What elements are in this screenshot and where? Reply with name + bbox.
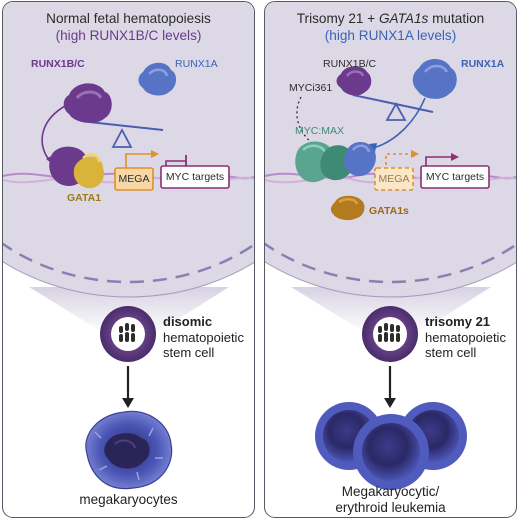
- mega-label: MEGA: [118, 173, 150, 185]
- trisomy21-panel: Trisomy 21 + GATA1s mutation (high RUNX1…: [264, 1, 517, 518]
- panel-title: Normal fetal hematopoiesis (high RUNX1B/…: [3, 10, 254, 44]
- gata1s-label: GATA1s: [369, 205, 409, 217]
- karyotype-label: trisomy 21: [425, 314, 491, 329]
- mega-promoter-arrow: [125, 153, 151, 171]
- myc-targets-label: MYC targets: [425, 171, 485, 183]
- panel-title: Trisomy 21 + GATA1s mutation (high RUNX1…: [265, 10, 516, 44]
- runx1a-label: RUNX1A: [175, 58, 218, 70]
- cell-description: trisomy 21 hematopoietic stem cell: [425, 314, 506, 360]
- stem-cell-nucleus: [373, 317, 407, 351]
- gata1s-protein: [330, 195, 365, 221]
- runx1bc-label: RUNX1B/C: [323, 58, 377, 70]
- binding-arrow: [41, 105, 66, 163]
- runx1bc-label: RUNX1B/C: [31, 58, 85, 70]
- runx1bc-protein: [63, 83, 112, 123]
- megakaryocyte-icon: [85, 410, 173, 490]
- seesaw-fulcrum: [111, 128, 133, 148]
- runx1bc-protein: [336, 66, 372, 96]
- myc-targets-label: MYC targets: [165, 171, 225, 183]
- right-panel-illustration: [265, 2, 516, 490]
- runx1a-label: RUNX1A: [461, 58, 505, 70]
- mycmax-label: MYC:MAX: [295, 125, 345, 137]
- myci361-label: MYCi361: [289, 82, 333, 94]
- panel-subtitle: (high RUNX1A levels): [324, 28, 457, 43]
- normal-hematopoiesis-panel: Normal fetal hematopoiesis (high RUNX1B/…: [2, 1, 255, 518]
- outcome-label: megakaryocytes: [79, 492, 178, 507]
- cell-description: disomic hematopoietic stem cell: [163, 314, 244, 360]
- myc-targets-box: [420, 165, 490, 189]
- binding-arrow: [372, 97, 426, 149]
- runx1a-protein: [412, 59, 457, 99]
- nucleus-area: [3, 2, 254, 298]
- mega-box: [374, 167, 414, 191]
- chromosome-icon: [378, 323, 400, 342]
- mega-box: [114, 167, 154, 191]
- outcome-label: Megakaryocytic/ erythroid leukemia: [335, 484, 446, 515]
- mycmax-runx1a-complex: [295, 141, 376, 183]
- mega-label: MEGA: [378, 173, 410, 185]
- runx1bc-gata1-complex: [49, 146, 105, 189]
- gata1-label: GATA1: [67, 192, 102, 204]
- myc-targets-box: [160, 165, 230, 189]
- chromosome-icon: [119, 323, 135, 342]
- karyotype-label: disomic: [163, 314, 213, 329]
- panel-subtitle: (high RUNX1B/C levels): [55, 28, 202, 43]
- seesaw-fulcrum: [385, 102, 407, 121]
- left-panel-illustration: [3, 2, 254, 490]
- runx1a-protein: [138, 62, 177, 96]
- seesaw-beam: [88, 121, 164, 131]
- leukemic-blast-cells: [315, 402, 467, 490]
